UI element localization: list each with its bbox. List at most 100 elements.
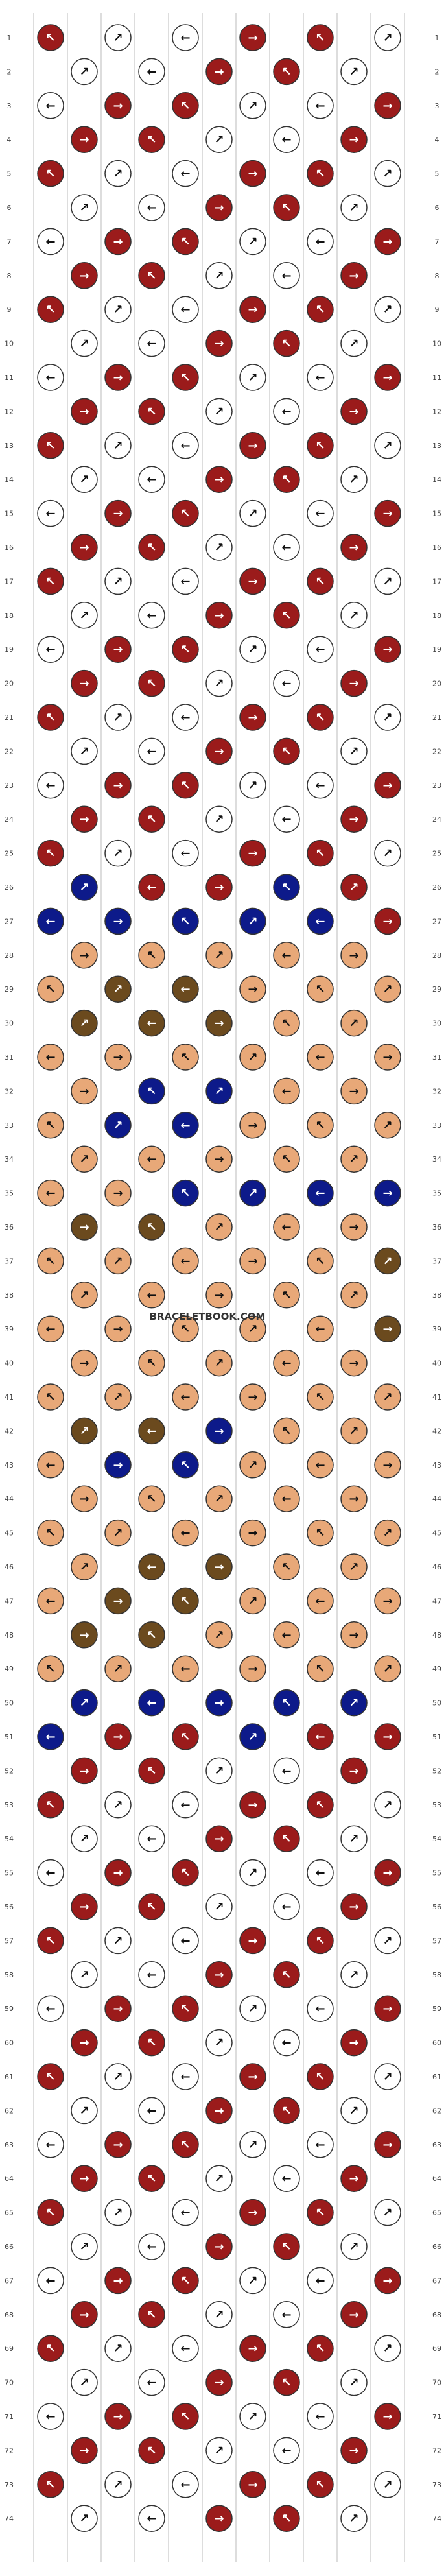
knot-arrow: ↖: [281, 2512, 291, 2525]
knot-arrow: ↖: [147, 2308, 156, 2322]
knot-arrow: ←: [281, 949, 291, 962]
knot: ↗: [374, 975, 401, 1003]
knot: ↗: [239, 92, 266, 119]
knot-arrow: ↗: [113, 575, 123, 588]
knot: ↖: [138, 942, 165, 969]
knot: →: [340, 2437, 368, 2464]
knot: ↗: [374, 160, 401, 187]
row-number-right: 71: [432, 2413, 441, 2421]
knot: ←: [172, 296, 199, 323]
knot: ←: [138, 1553, 165, 1580]
knot-circle: [71, 2437, 98, 2464]
knot-circle: [307, 364, 334, 391]
knot: ←: [273, 669, 300, 697]
knot-arrow: ↗: [79, 337, 89, 351]
knot-circle: [138, 669, 165, 697]
knot-circle: [307, 2403, 334, 2430]
row-number-right: 53: [432, 1801, 441, 1809]
knot: ↖: [37, 432, 64, 459]
knot-circle: [138, 1417, 165, 1445]
knot: ↗: [340, 1145, 368, 1173]
knot-circle: [307, 1655, 334, 1682]
knot-circle: [340, 1825, 368, 1852]
knot: →: [104, 1451, 132, 1479]
knot: →: [104, 364, 132, 391]
knot: ↗: [104, 839, 132, 867]
knot-arrow: ↗: [214, 541, 224, 555]
knot: ↗: [205, 126, 233, 153]
row-number-right: 25: [432, 850, 441, 858]
knot-circle: [37, 2199, 64, 2226]
knot: →: [374, 1587, 401, 1615]
knot: ←: [307, 772, 334, 799]
knot: ←: [37, 1451, 64, 1479]
knot-arrow: ↗: [79, 1832, 89, 1846]
knot: ↗: [71, 737, 98, 765]
knot-circle: [71, 602, 98, 629]
knot-arrow: ↗: [214, 1900, 224, 1914]
row-number-left: 15: [5, 510, 14, 518]
knot-arrow: ↗: [248, 1322, 257, 1336]
knot: ←: [172, 432, 199, 459]
knot: →: [205, 602, 233, 629]
knot-arrow: →: [214, 2104, 224, 2117]
row-number-left: 31: [5, 1053, 14, 1062]
knot: ↖: [307, 432, 334, 459]
knot: ↗: [205, 1893, 233, 1920]
knot: →: [71, 1893, 98, 1920]
knot-arrow: ↗: [79, 609, 89, 623]
knot: →: [239, 1655, 266, 1682]
knot: →: [239, 296, 266, 323]
knot-circle: [172, 24, 199, 51]
knot: ↗: [374, 2199, 401, 2226]
knot-circle: [104, 2471, 132, 2498]
knot-circle: [273, 398, 300, 425]
knot-arrow: ←: [281, 2444, 291, 2457]
knot: →: [104, 1859, 132, 1887]
row-number-right: 32: [432, 1087, 441, 1095]
knot-arrow: ↖: [315, 167, 325, 181]
knot: ←: [307, 2403, 334, 2430]
knot-circle: [307, 975, 334, 1003]
knot-arrow: →: [382, 1594, 392, 1608]
knot: ↗: [239, 499, 266, 527]
row-number-right: 1: [435, 34, 440, 42]
knot-circle: [239, 2131, 266, 2158]
knot-circle: [374, 1655, 401, 1682]
knot-circle: [273, 737, 300, 765]
knot-circle: [239, 228, 266, 256]
knot-arrow: ↗: [79, 1697, 89, 1710]
knot: ↗: [104, 1655, 132, 1682]
knot: ←: [273, 1213, 300, 1241]
knot-arrow: →: [79, 949, 89, 962]
knot-circle: [374, 1112, 401, 1139]
knot-circle: [340, 194, 368, 221]
knot-arrow: ←: [147, 1289, 156, 1302]
knot-arrow: ↖: [315, 439, 325, 453]
knot-circle: [239, 1179, 266, 1207]
row-number-right: 3: [435, 102, 440, 110]
knot-circle: [172, 1995, 199, 2022]
knot-arrow: ↗: [248, 914, 257, 928]
knot: →: [239, 1247, 266, 1275]
knot-circle: [172, 1383, 199, 1411]
knot: ↖: [138, 805, 165, 833]
knot-circle: [138, 2301, 165, 2328]
row-number-left: 21: [5, 713, 14, 722]
knot-circle: [71, 1417, 98, 1445]
knot: ←: [273, 126, 300, 153]
row-number-left: 14: [5, 475, 14, 484]
knot-arrow: →: [382, 2138, 392, 2152]
knot: ↗: [239, 1451, 266, 1479]
knot-arrow: ↖: [180, 371, 190, 385]
knot-arrow: ←: [45, 1322, 55, 1336]
knot-circle: [239, 567, 266, 595]
knot: ↗: [71, 1689, 98, 1717]
knot-arrow: ↗: [349, 201, 358, 215]
knot: ↖: [172, 499, 199, 527]
knot-arrow: ←: [315, 643, 325, 656]
knot-circle: [374, 636, 401, 663]
knot-arrow: ↗: [248, 99, 257, 113]
knot-circle: [307, 1519, 334, 1547]
knot-circle: [273, 1893, 300, 1920]
